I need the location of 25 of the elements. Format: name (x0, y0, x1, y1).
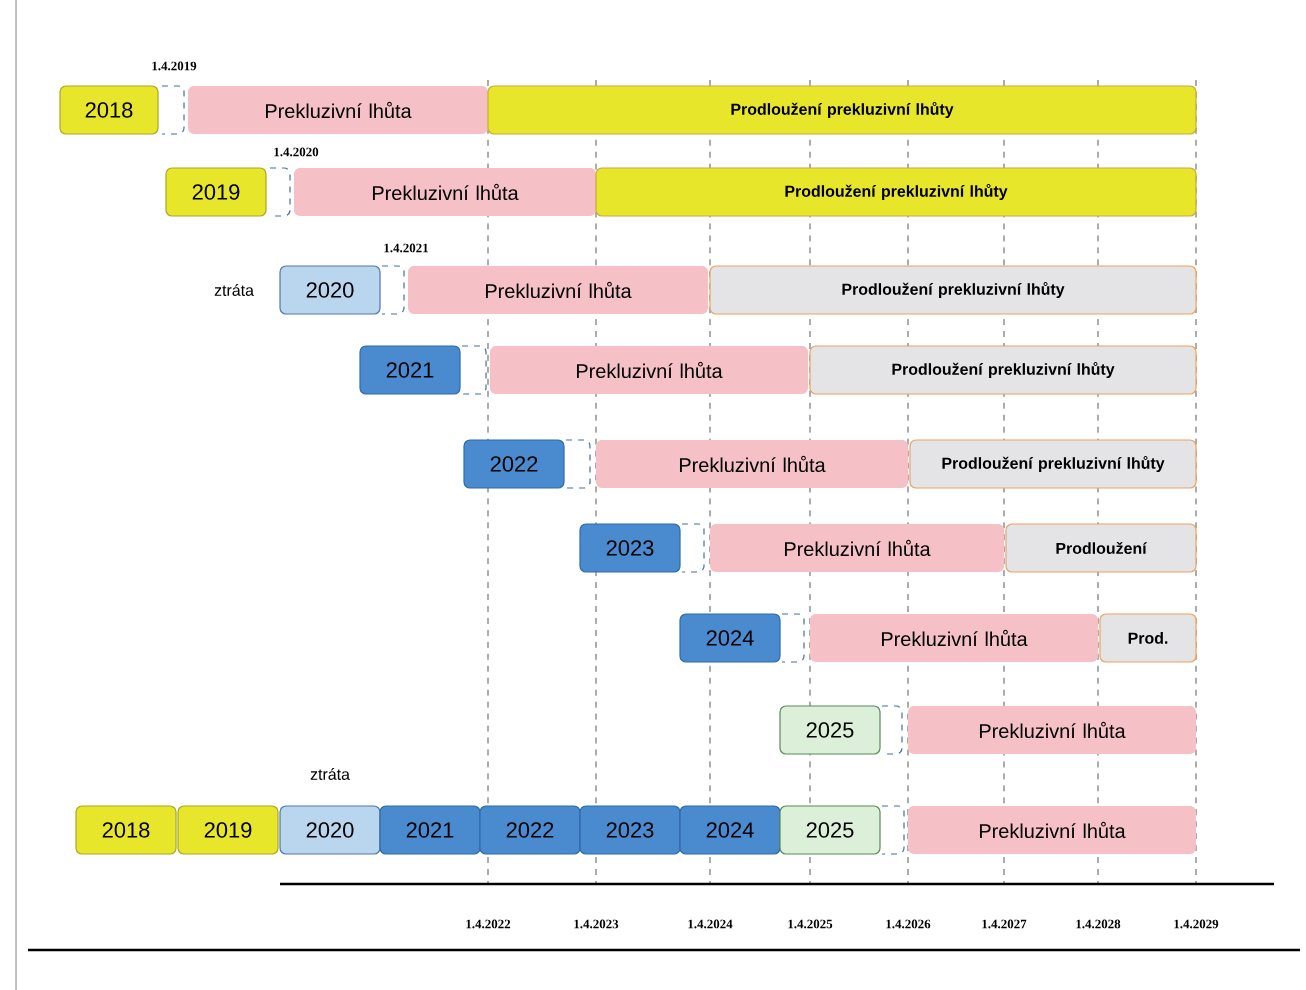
year-box: 2022 (463, 439, 565, 489)
year-box: 2021 (359, 345, 461, 395)
period-bar: Prekluzivní lhůta (596, 440, 908, 488)
year-box: 2024 (679, 613, 781, 663)
period-bar: Prekluzivní lhůta (294, 168, 596, 216)
year-box: 2018 (59, 85, 159, 135)
year-box: 2020 (279, 265, 381, 315)
year-box: 2025 (779, 805, 881, 855)
period-bar: Prekluzivní lhůta (908, 806, 1196, 854)
period-bar: Prekluzivní lhůta (710, 524, 1004, 572)
period-bar: Prekluzivní lhůta (908, 706, 1196, 754)
period-bar: Prekluzivní lhůta (408, 266, 708, 314)
year-box: 2024 (679, 805, 781, 855)
period-bar: Prekluzivní lhůta (810, 614, 1098, 662)
year-box: 2018 (75, 805, 177, 855)
year-box: 2021 (379, 805, 481, 855)
year-box: 2019 (177, 805, 279, 855)
year-box: 2023 (579, 805, 681, 855)
year-box: 2020 (279, 805, 381, 855)
period-bar: Prekluzivní lhůta (188, 86, 488, 134)
year-box: 2022 (479, 805, 581, 855)
period-bar: Prekluzivní lhůta (490, 346, 808, 394)
year-box: 2023 (579, 523, 681, 573)
year-box: 2019 (165, 167, 267, 217)
year-box: 2025 (779, 705, 881, 755)
